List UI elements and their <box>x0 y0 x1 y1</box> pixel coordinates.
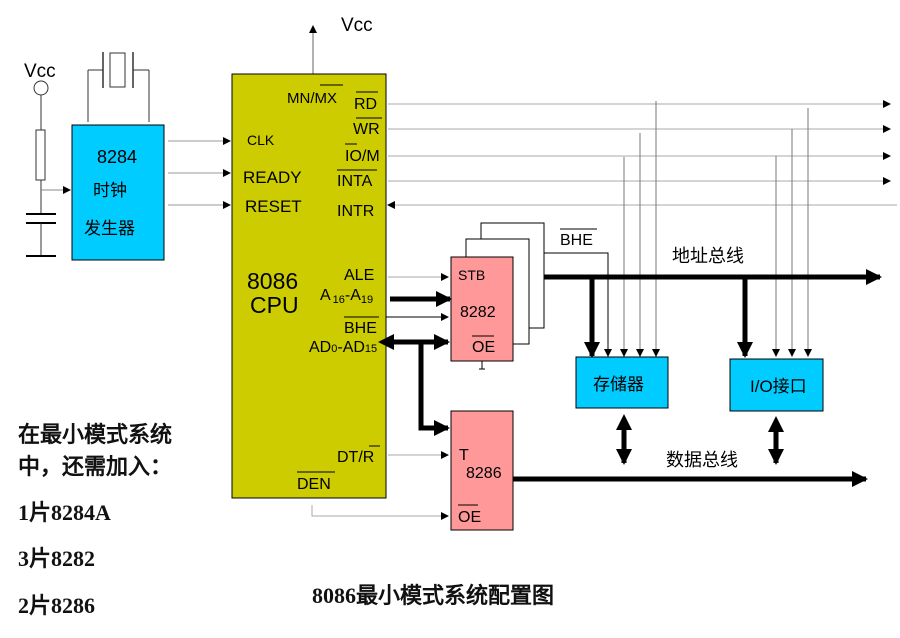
vcc-left-label: Vcc <box>24 61 56 82</box>
latch-bhe-output-label: BHE <box>560 232 593 249</box>
clock-generator-line2: 发生器 <box>84 219 135 238</box>
pin-dt-r: DT/R <box>337 449 374 466</box>
pin-mn-mx: MN/MX <box>287 90 337 107</box>
memory-block: 存储器 <box>575 356 669 409</box>
note-item-8286: 2片8286 <box>18 593 96 618</box>
pin-io-m: IO/M <box>345 148 380 165</box>
transceiver-name: 8286 <box>466 465 502 482</box>
pin-rd: RD <box>354 96 377 113</box>
address-bus-label: 地址总线 <box>672 246 744 266</box>
io-label: I/O接口 <box>750 377 807 396</box>
reset-rc-network: Vcc <box>24 61 71 257</box>
clock-generator-name: 8284 <box>97 147 137 167</box>
pin-clk: CLK <box>247 132 275 148</box>
note-line1: 在最小模式系统 <box>18 422 173 447</box>
pin-ad0-ad15: AD0-AD15 <box>309 339 377 356</box>
pin-bhe: BHE <box>344 320 377 337</box>
cpu-name-line2: CPU <box>250 292 299 318</box>
cpu-name-line1: 8086 <box>247 268 298 294</box>
pin-den: DEN <box>297 476 331 493</box>
latch-8282-stack: STB 8282 OE <box>450 222 545 370</box>
data-bus-label: 数据总线 <box>666 450 738 470</box>
crystal-icon <box>87 52 150 122</box>
memory-label: 存储器 <box>593 375 644 394</box>
latch-pin-oe: OE <box>472 339 495 356</box>
pin-intr: INTR <box>337 203 374 220</box>
note-line2: 中，还需加入： <box>18 454 173 479</box>
diagram-caption: 8086最小模式系统配置图 <box>312 583 555 608</box>
transceiver-pin-t: T <box>459 447 469 464</box>
latch-pin-stb: STB <box>458 267 485 283</box>
cpu-8086: CLK READY RESET MN/MX RD WR IO/M INTA IN… <box>231 73 387 499</box>
transceiver-pin-oe: OE <box>458 509 481 526</box>
pin-wr: WR <box>353 121 380 138</box>
pin-ale: ALE <box>344 267 374 284</box>
control-lines <box>387 100 897 357</box>
pin-inta: INTA <box>337 173 373 190</box>
clock-generator-line1: 时钟 <box>93 181 127 200</box>
note-item-8282: 3片8282 <box>18 546 96 571</box>
note-item-8284a: 1片8284A <box>18 500 111 525</box>
pin-reset: RESET <box>245 197 302 216</box>
io-interface-block: I/O接口 <box>729 358 824 412</box>
clock-generator-8284: 8284 时钟 发生器 <box>71 124 165 261</box>
pin-ready: READY <box>243 168 302 187</box>
vcc-terminal-icon <box>33 80 49 96</box>
vcc-top-label: Vcc <box>341 15 373 36</box>
resistor-icon <box>35 129 46 181</box>
transceiver-8286: T 8286 OE <box>450 410 514 531</box>
latch-name: 8282 <box>460 304 496 321</box>
